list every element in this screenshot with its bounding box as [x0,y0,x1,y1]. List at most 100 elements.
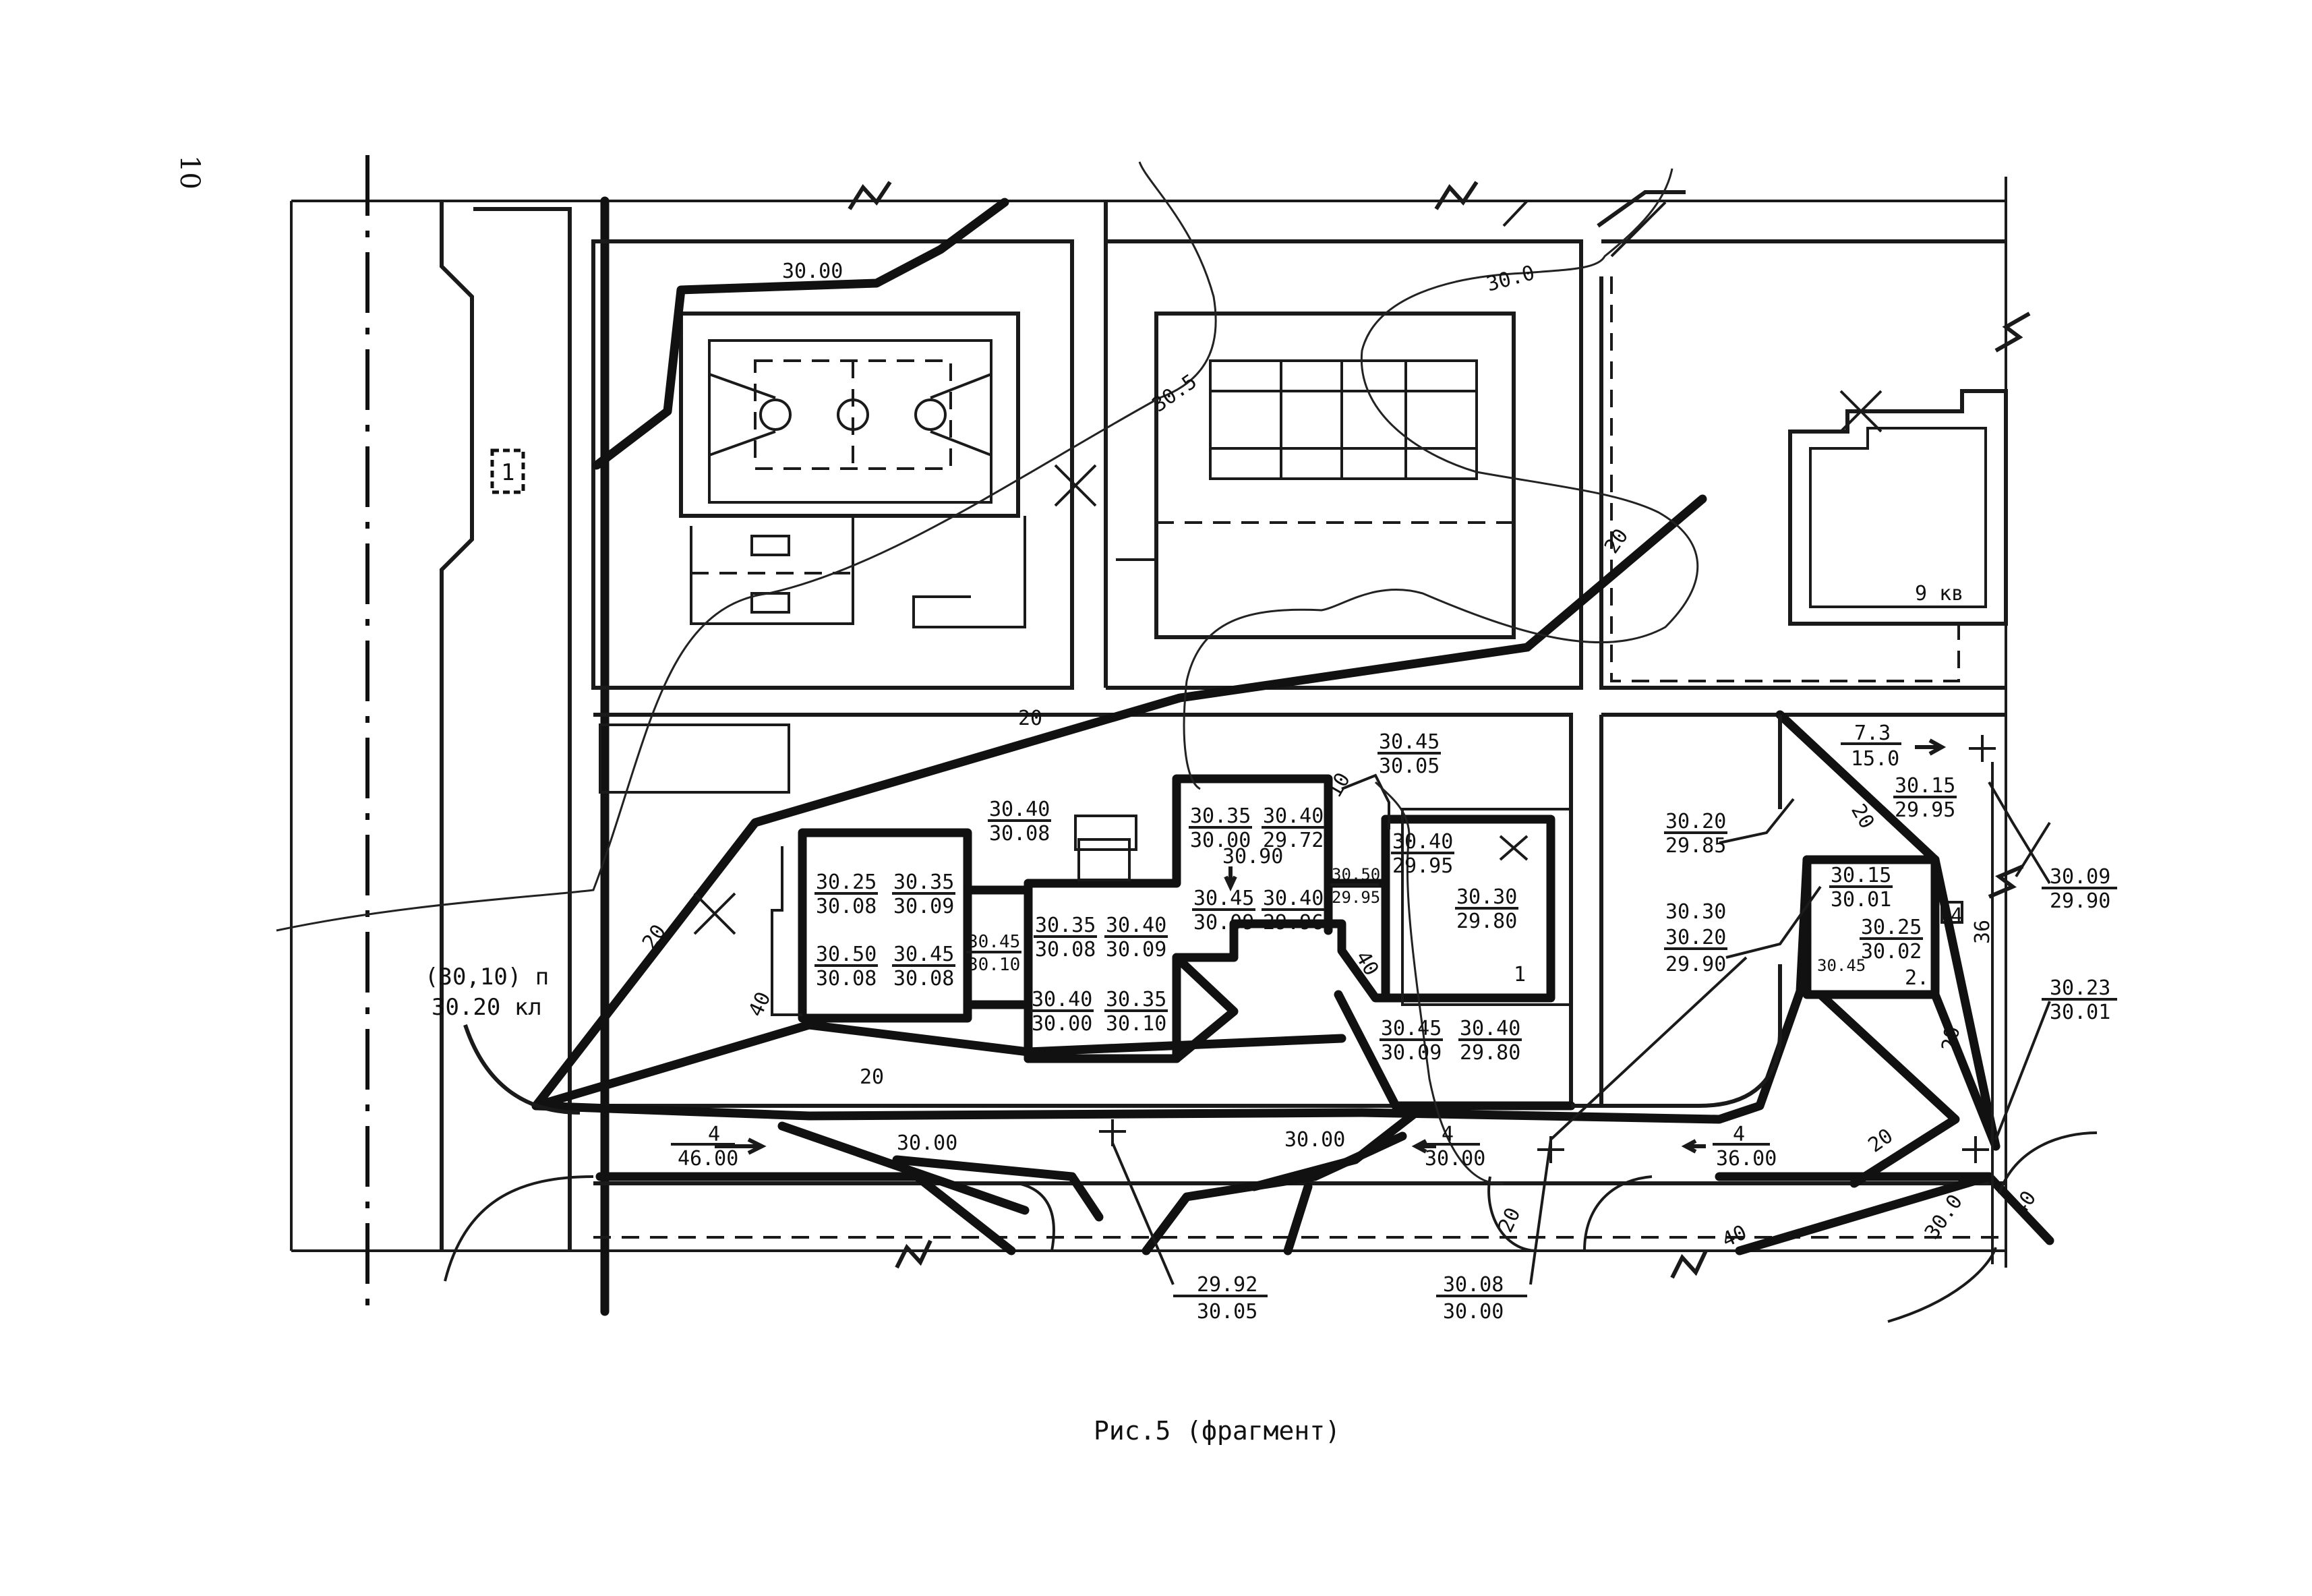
block-outlines [591,201,2006,1239]
svg-text:29.95: 29.95 [1332,888,1380,907]
svg-text:30.45: 30.45 [1381,1017,1442,1040]
svg-text:30.09: 30.09 [1381,1041,1442,1065]
svg-text:30.40: 30.40 [1460,1017,1520,1040]
svg-text:29.96: 29.96 [1263,911,1324,935]
svg-text:4: 4 [1442,1123,1454,1146]
svg-text:30.23: 30.23 [2050,976,2110,1000]
svg-text:30.40: 30.40 [1032,988,1092,1011]
svg-text:30.01: 30.01 [1831,888,1891,912]
elevation-label: 30.45 30.10 [966,932,1021,975]
grading-lines [531,198,2054,1255]
svg-text:29.95: 29.95 [1392,854,1453,878]
sign-1: 1 [490,448,525,494]
svg-text:30.50: 30.50 [816,943,877,966]
svg-text:30.0: 30.0 [1484,261,1537,297]
svg-text:30.01: 30.01 [2050,1001,2110,1024]
svg-text:30.08: 30.08 [1443,1273,1504,1297]
svg-text:30.00: 30.00 [1032,1012,1092,1036]
elevation-label: 30.50 29.95 [1330,865,1380,907]
svg-text:30.90: 30.90 [1222,845,1283,868]
svg-text:1: 1 [501,459,514,486]
svg-text:30.05: 30.05 [1197,1300,1257,1324]
svg-text:4: 4 [1733,1123,1745,1146]
leader-lines [1111,762,2051,1285]
slope-arrows [715,738,1947,1155]
svg-text:15.0: 15.0 [1851,747,1899,771]
svg-text:30.50: 30.50 [1332,865,1380,884]
svg-text:30.20: 30.20 [1665,810,1726,833]
svg-text:30.09: 30.09 [2050,865,2110,889]
svg-text:7.3: 7.3 [1854,721,1891,745]
street-left [365,155,610,1316]
svg-text:30.00: 30.00 [1190,829,1251,852]
svg-text:30.09: 30.09 [893,895,954,918]
svg-text:30.00: 30.00 [1284,1128,1345,1152]
svg-text:36: 36 [1971,920,1994,944]
svg-text:20: 20 [1018,707,1042,730]
svg-text:29.85: 29.85 [1665,834,1726,858]
svg-text:30.35: 30.35 [1106,988,1166,1011]
page-number: 10 [174,155,205,189]
svg-text:30.15: 30.15 [1831,864,1891,887]
svg-text:30.25: 30.25 [816,870,877,894]
svg-text:30.40: 30.40 [1392,830,1453,854]
cross-marks [693,390,1996,1163]
svg-text:4: 4 [1951,904,1963,928]
svg-text:29.80: 29.80 [1456,910,1517,933]
svg-text:30.45: 30.45 [1817,956,1866,975]
svg-text:30.40: 30.40 [989,798,1050,821]
svg-text:30.09: 30.09 [1193,911,1254,935]
svg-text:30.30: 30.30 [1456,885,1517,909]
svg-text:36.00: 36.00 [1716,1147,1777,1171]
svg-text:29.95: 29.95 [1895,798,1955,822]
svg-text:4: 4 [708,1123,720,1146]
svg-text:30.25: 30.25 [1861,916,1922,939]
roads-curves [444,715,2098,1323]
svg-text:30.02: 30.02 [1861,940,1922,964]
svg-text:30.09: 30.09 [1106,938,1166,962]
svg-text:30.35: 30.35 [893,870,954,894]
svg-text:30.08: 30.08 [1035,938,1096,962]
svg-text:30.45: 30.45 [968,932,1020,952]
svg-text:30.10: 30.10 [1106,1012,1166,1036]
svg-text:30.00: 30.00 [1425,1147,1485,1171]
svg-text:20: 20 [1937,1025,1965,1053]
svg-text:30.45: 30.45 [1379,730,1440,754]
svg-text:30.15: 30.15 [1895,774,1955,798]
svg-text:30.05: 30.05 [1379,755,1440,778]
label-building-2: 2. [1905,966,1929,990]
svg-text:30.45: 30.45 [1193,887,1254,910]
svg-text:30.40: 30.40 [1106,914,1166,937]
svg-text:30.08: 30.08 [816,895,877,918]
tennis-court [1116,312,1516,639]
svg-text:30.35: 30.35 [1035,914,1096,937]
svg-text:30.08: 30.08 [893,967,954,991]
svg-text:29.90: 29.90 [2050,889,2110,913]
svg-text:30.10: 30.10 [968,955,1020,975]
svg-text:30.20: 30.20 [1665,926,1726,949]
break-marks [848,181,2031,1279]
